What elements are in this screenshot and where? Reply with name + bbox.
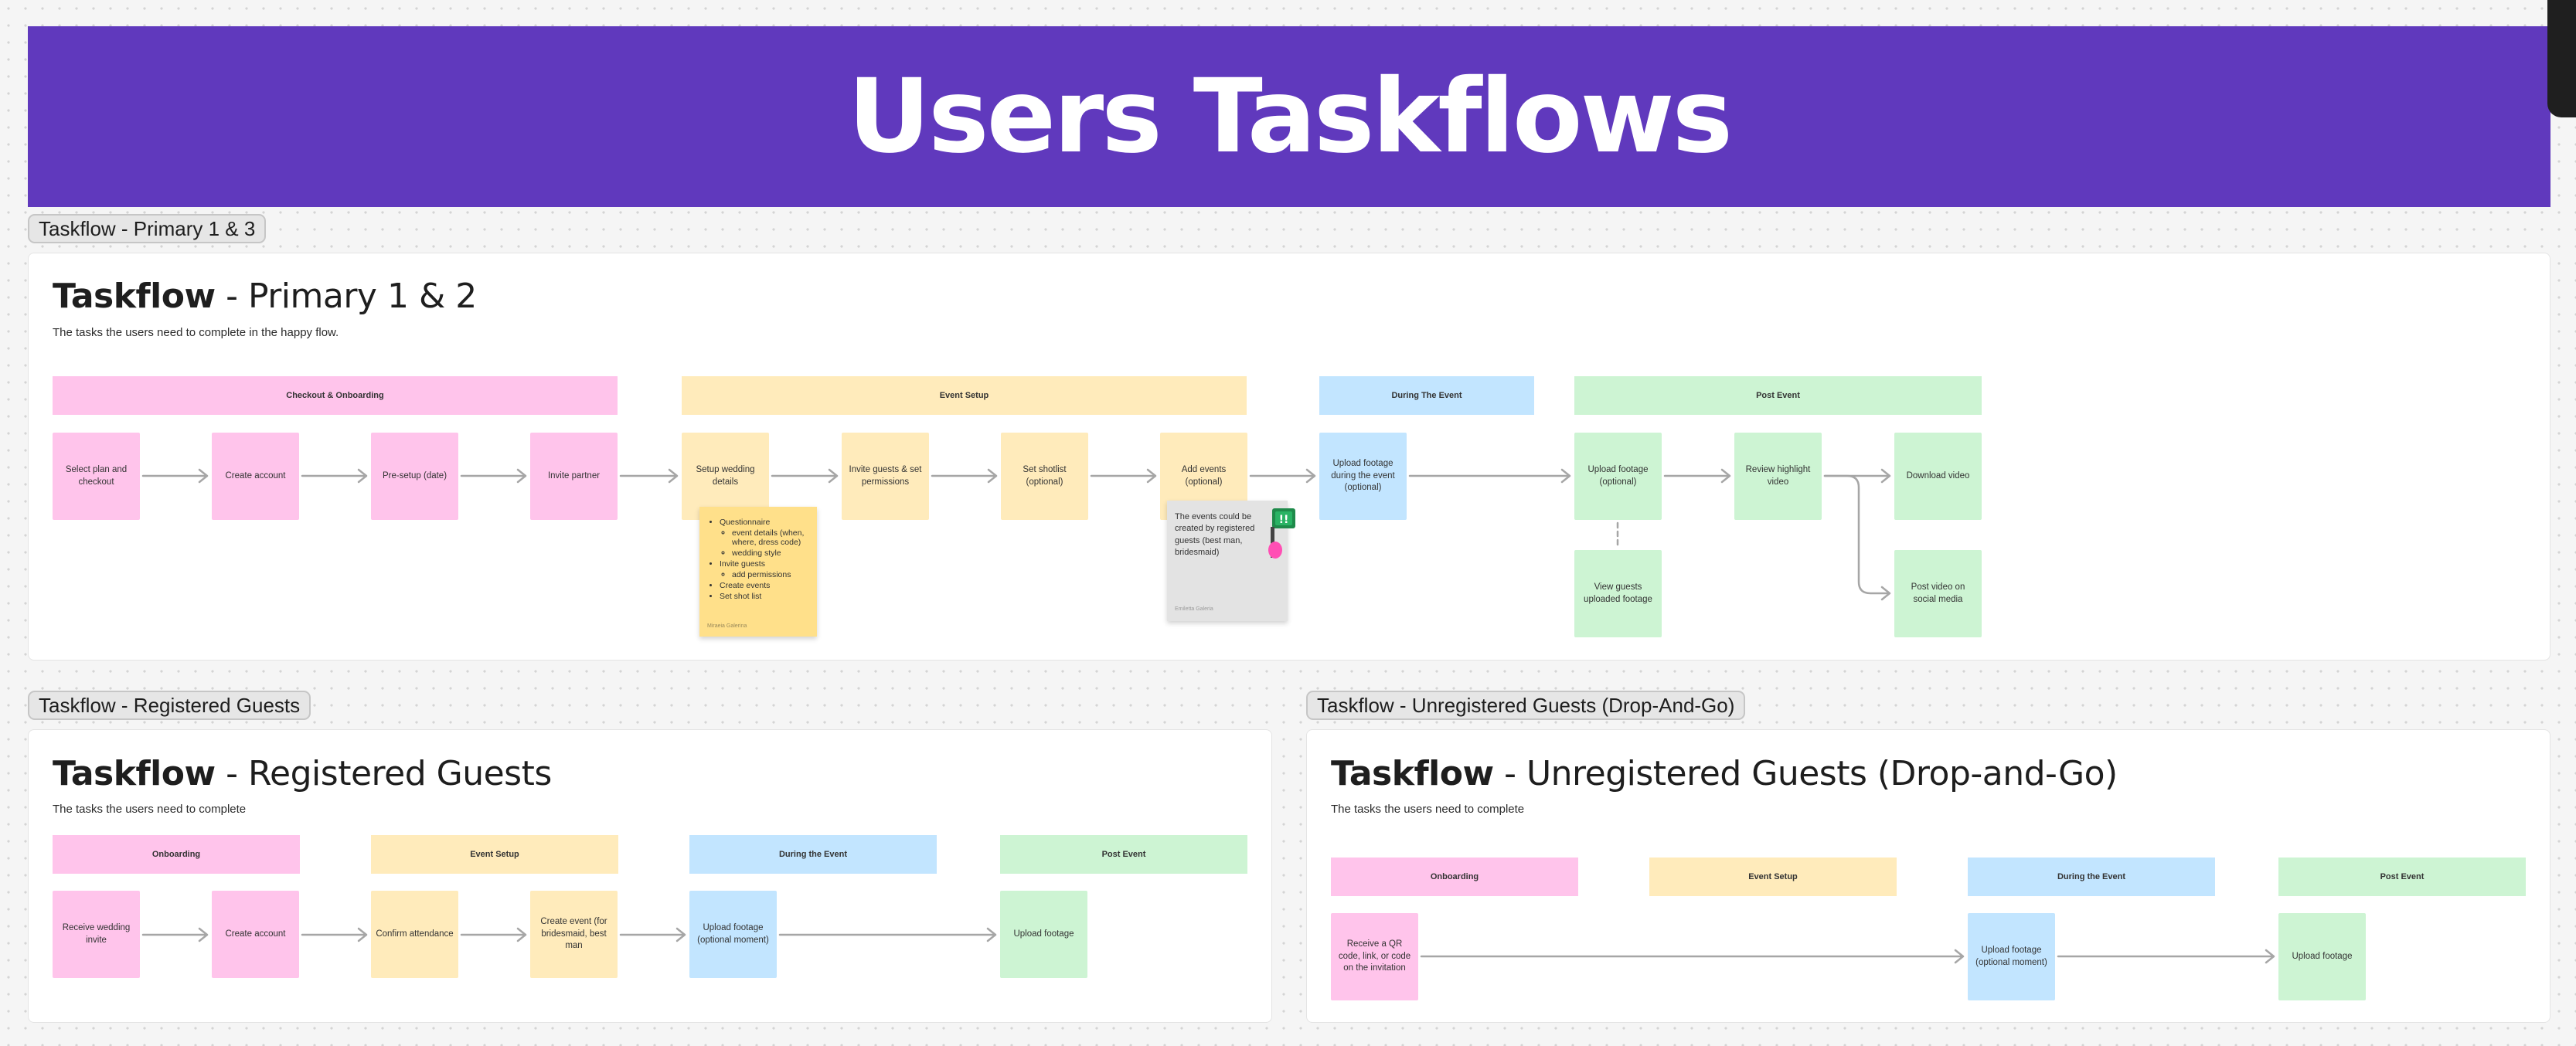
- arrow-connector: [301, 927, 368, 942]
- registered-panel-title: Taskflow - Registered Guests: [53, 754, 552, 793]
- card-view-guests-footage[interactable]: View guests uploaded footage: [1574, 550, 1662, 637]
- header-during-event[interactable]: During the Event: [1968, 858, 2215, 896]
- card-confirm-attendance[interactable]: Confirm attendance: [371, 891, 458, 978]
- arrow-connector: [1823, 474, 1891, 601]
- arrow-connector: [1090, 468, 1157, 484]
- arrow-connector: [619, 927, 686, 942]
- card-invite-guests[interactable]: Invite guests & set permissions: [842, 433, 929, 520]
- header-event-setup[interactable]: Event Setup: [682, 376, 1247, 415]
- card-upload-optional[interactable]: Upload footage (optional moment): [1968, 913, 2055, 1000]
- arrow-connector: [1249, 468, 1316, 484]
- card-set-shotlist[interactable]: Set shotlist (optional): [1001, 433, 1088, 520]
- arrow-connector: [460, 927, 527, 942]
- arrow-connector: [460, 468, 527, 484]
- sticky-note-events-comment[interactable]: The events could be created by registere…: [1167, 501, 1288, 621]
- card-select-plan[interactable]: Select plan and checkout: [53, 433, 140, 520]
- unregistered-panel-subtitle: The tasks the users need to complete: [1331, 803, 1525, 816]
- header-post-event[interactable]: Post Event: [1000, 835, 1247, 874]
- card-review-highlight[interactable]: Review highlight video: [1734, 433, 1822, 520]
- card-upload-during-event[interactable]: Upload footage during the event (optiona…: [1319, 433, 1407, 520]
- header-post-event[interactable]: Post Event: [2278, 858, 2526, 896]
- section-label-unregistered[interactable]: Taskflow - Unregistered Guests (Drop-And…: [1306, 691, 1746, 720]
- primary-panel-title: Taskflow - Primary 1 & 2: [53, 277, 477, 316]
- header-during-event[interactable]: During The Event: [1319, 376, 1534, 415]
- card-upload-optional[interactable]: Upload footage (optional moment): [689, 891, 777, 978]
- arrow-connector: [771, 468, 839, 484]
- svg-text:!!: !!: [1279, 514, 1289, 526]
- arrow-connector: [2057, 949, 2275, 964]
- card-create-event[interactable]: Create event (for bridesmaid, best man: [530, 891, 618, 978]
- side-panel-tab[interactable]: [2547, 0, 2576, 117]
- arrow-connector: [141, 468, 209, 484]
- registered-panel-subtitle: The tasks the users need to complete: [53, 803, 247, 816]
- sticky-author: Emiletta Galeria: [1175, 606, 1213, 613]
- header-event-setup[interactable]: Event Setup: [1649, 858, 1897, 896]
- header-event-setup[interactable]: Event Setup: [371, 835, 618, 874]
- arrow-connector: [301, 468, 368, 484]
- card-post-social[interactable]: Post video on social media: [1894, 550, 1982, 637]
- header-during-event[interactable]: During the Event: [689, 835, 937, 874]
- section-label-primary[interactable]: Taskflow - Primary 1 & 3: [28, 214, 267, 243]
- flag-stamp-icon: !!: [1264, 505, 1302, 561]
- header-checkout-onboarding[interactable]: Checkout & Onboarding: [53, 376, 618, 415]
- sticky-note-setup-details[interactable]: Questionnaire event details (when, where…: [699, 507, 817, 637]
- header-onboarding[interactable]: Onboarding: [53, 835, 300, 874]
- card-download-video[interactable]: Download video: [1894, 433, 1982, 520]
- header-onboarding[interactable]: Onboarding: [1331, 858, 1578, 896]
- card-receive-invite[interactable]: Receive wedding invite: [53, 891, 140, 978]
- sticky-author: Miraeia Galerina: [707, 623, 747, 629]
- card-create-account[interactable]: Create account: [212, 891, 299, 978]
- card-upload-footage[interactable]: Upload footage: [2278, 913, 2366, 1000]
- arrow-connector: [619, 468, 679, 484]
- arrow-connector: [1663, 468, 1731, 484]
- card-upload-footage[interactable]: Upload footage: [1000, 891, 1087, 978]
- page-banner: Users Taskflows: [28, 26, 2550, 207]
- page-title: Users Taskflows: [847, 57, 1733, 176]
- unregistered-panel-title: Taskflow - Unregistered Guests (Drop-and…: [1331, 754, 2118, 793]
- section-label-registered[interactable]: Taskflow - Registered Guests: [28, 691, 311, 720]
- card-pre-setup[interactable]: Pre-setup (date): [371, 433, 458, 520]
- primary-panel-subtitle: The tasks the users need to complete in …: [53, 326, 339, 339]
- card-create-account[interactable]: Create account: [212, 433, 299, 520]
- card-receive-qr[interactable]: Receive a QR code, link, or code on the …: [1331, 913, 1418, 1000]
- card-upload-post[interactable]: Upload footage (optional): [1574, 433, 1662, 520]
- card-setup-wedding[interactable]: Setup wedding details: [682, 433, 769, 520]
- arrow-connector: [141, 927, 209, 942]
- card-invite-partner[interactable]: Invite partner: [530, 433, 618, 520]
- arrow-connector: [778, 927, 997, 942]
- header-post-event[interactable]: Post Event: [1574, 376, 1982, 415]
- arrow-connector: [1408, 468, 1571, 484]
- arrow-connector: [1420, 949, 1965, 964]
- arrow-connector: [931, 468, 998, 484]
